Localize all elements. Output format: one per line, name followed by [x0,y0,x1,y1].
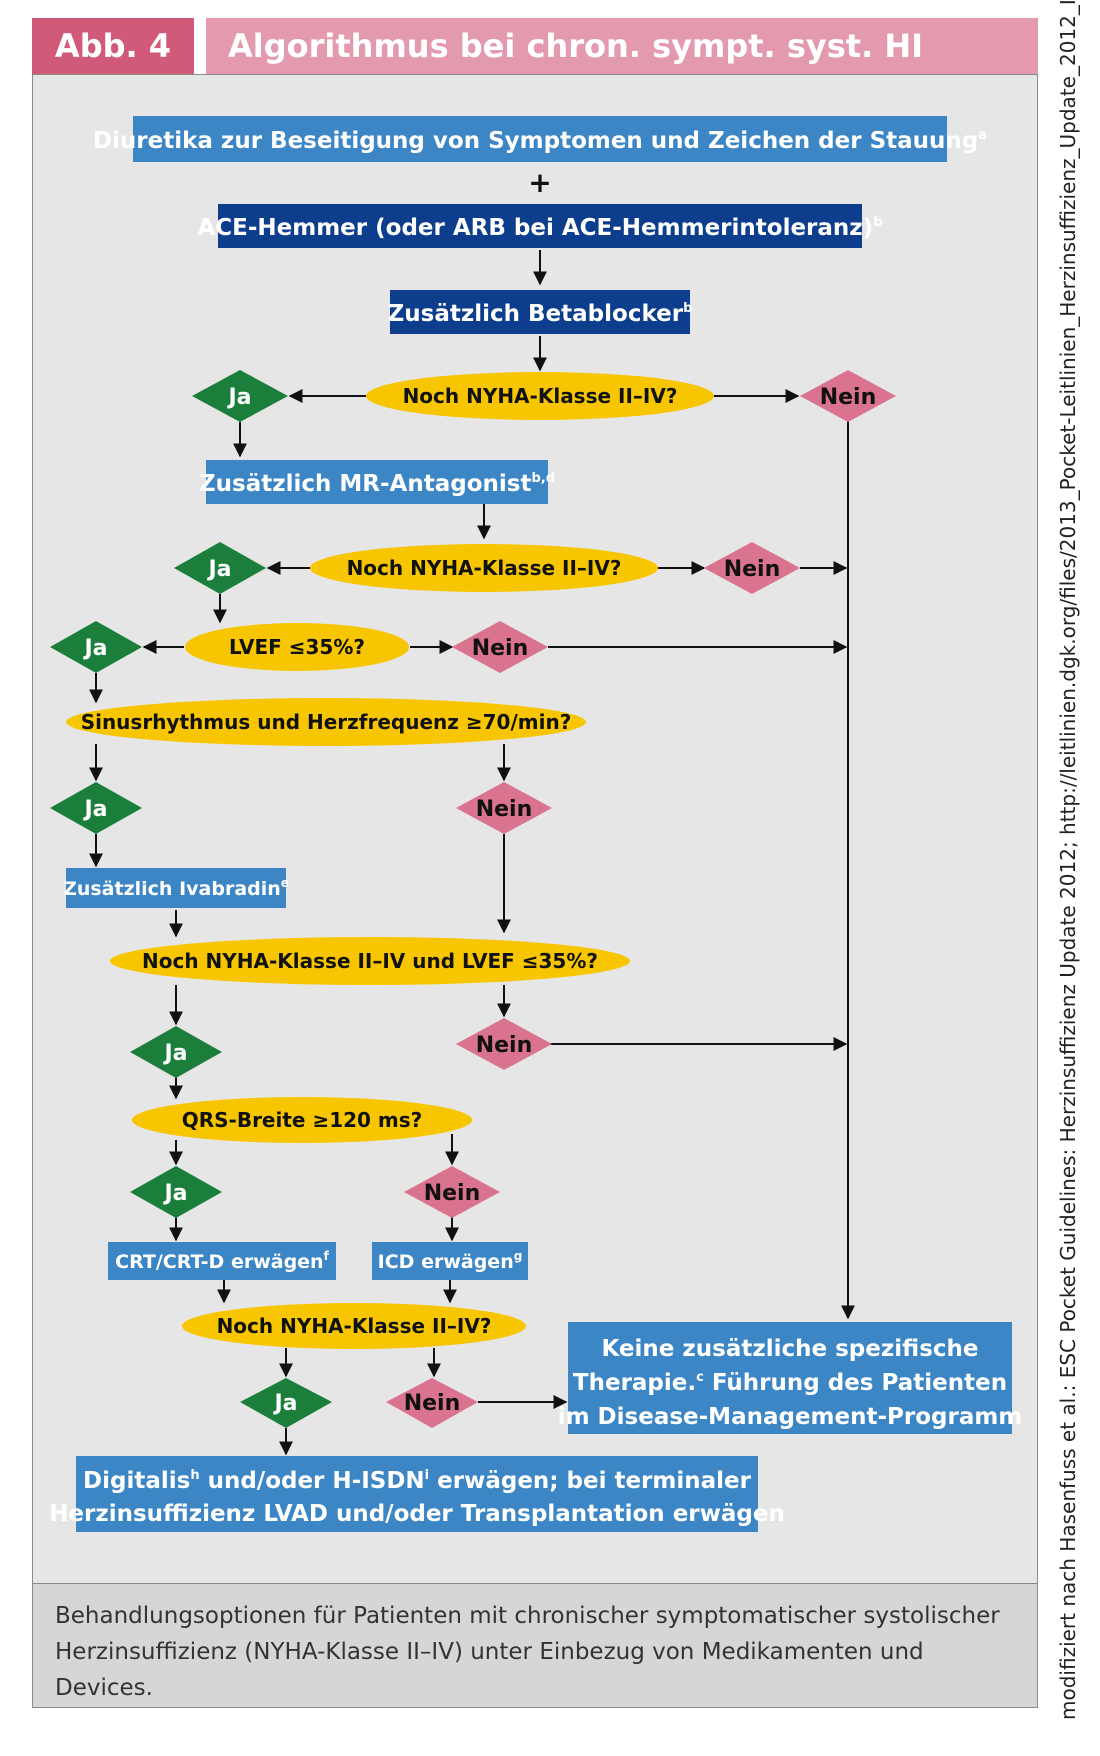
beta-box [390,290,690,334]
no-label-7: Nein [404,1391,461,1416]
svg-text:Zusätzlich Ivabradine: Zusätzlich Ivabradine [63,876,289,900]
figure-title: Algorithmus bei chron. sympt. syst. HI [206,18,1038,74]
final-sup-h: h [190,1468,199,1483]
final-line1c: erwägen; bei terminaler [429,1468,751,1494]
q-sinus-shape [66,698,586,746]
svg-text:CRT/CRT-D erwägenf: CRT/CRT-D erwägenf [115,1249,329,1273]
yes-label-6: Ja [162,1181,187,1206]
figure-number: Abb. 4 [32,18,194,74]
svg-text:Zusätzlich Betablockerb: Zusätzlich Betablockerb [388,301,693,327]
ivabradin-box [66,868,286,908]
q-sinus-text: Sinusrhythmus und Herzfrequenz ≥70/min? [81,710,572,734]
no-therapy-line2b: Führung des Patienten [704,1370,1007,1396]
ivabradin-text: Zusätzlich Ivabradin [63,878,281,900]
no-diamond-2 [704,542,800,594]
ace-sup: b [873,215,882,230]
no-diamond-1 [800,370,896,422]
no-diamond-3 [452,621,548,673]
q-nyha-lvef-shape [110,937,630,985]
svg-text:Zusätzlich MR-Antagonistb,d: Zusätzlich MR-Antagonistb,d [199,471,555,497]
no-therapy-line1: Keine zusätzliche spezifische [602,1336,979,1362]
mra-text: Zusätzlich MR-Antagonist [199,471,531,497]
q-qrs-text: QRS-Breite ≥120 ms? [182,1108,423,1132]
no-therapy-sup: c [696,1370,704,1385]
no-label-1: Nein [820,385,877,410]
ivabradin-sup: e [281,876,289,890]
yes-label-4: Ja [82,797,107,822]
crt-sup: f [324,1249,330,1263]
yes-diamond-1 [192,370,288,422]
beta-text: Zusätzlich Betablocker [388,301,684,327]
diuretics-sup: a [978,128,987,143]
q-nyha2-shape [310,544,658,592]
svg-text:Diuretika zur Beseitigung von: Diuretika zur Beseitigung von Symptomen … [93,128,987,154]
svg-text:Digitalish und/oder H-ISDNi er: Digitalish und/oder H-ISDNi erwägen; bei… [83,1468,752,1494]
no-therapy-line3: im Disease-Management-Programm [558,1404,1023,1430]
diuretics-text: Diuretika zur Beseitigung von Symptomen … [93,128,978,154]
no-diamond-7 [386,1378,478,1428]
no-label-2: Nein [724,557,781,582]
yes-diamond-7 [240,1378,332,1428]
final-box [76,1456,758,1532]
no-label-4: Nein [476,797,533,822]
yes-label-2: Ja [206,557,231,582]
q-nyha1-text: Noch NYHA-Klasse II–IV? [403,384,678,408]
q-nyha3-shape [182,1303,526,1349]
yes-label-1: Ja [226,385,251,410]
icd-box [372,1242,528,1280]
no-therapy-line2a: Therapie. [573,1370,696,1396]
plus-sign: + [528,166,551,199]
icd-sup: g [514,1249,523,1263]
ace-text: ACE-Hemmer (oder ARB bei ACE-Hemmerintol… [197,215,873,241]
final-line2: Herzinsuffizienz LVAD und/oder Transplan… [49,1501,785,1527]
no-label-6: Nein [424,1181,481,1206]
no-label-5: Nein [476,1033,533,1058]
svg-text:ACE-Hemmer (oder ARB bei ACE-H: ACE-Hemmer (oder ARB bei ACE-Hemmerintol… [197,215,882,241]
diuretics-box [133,116,947,162]
q-lvef-text: LVEF ≤35%? [229,635,365,659]
ace-box [218,204,862,248]
yes-diamonds: Ja Ja Ja Ja Ja Ja Ja [50,370,332,1428]
yes-diamond-4 [50,782,142,834]
no-diamond-6 [404,1166,500,1218]
mra-sup: b,d [531,471,555,486]
final-line1b: und/oder H-ISDN [200,1468,425,1494]
svg-text:Therapie.c Führung des Patient: Therapie.c Führung des Patienten [573,1370,1007,1396]
yes-diamond-2 [174,542,266,594]
svg-text:ICD erwägeng: ICD erwägeng [378,1249,523,1273]
no-diamond-4 [456,782,552,834]
q-nyha-lvef-text: Noch NYHA-Klasse II–IV und LVEF ≤35%? [142,949,598,973]
yes-label-7: Ja [272,1391,297,1416]
mra-box [206,460,548,504]
yes-label-5: Ja [162,1041,187,1066]
q-nyha1-shape [366,372,714,420]
no-diamonds: Nein Nein Nein Nein Nein Nein Nein [386,370,896,1428]
yes-diamond-3 [50,621,142,673]
beta-sup: b [683,301,692,316]
source-note: modifiziert nach Hasenfuss et al.: ESC P… [1056,0,1080,1720]
figure-caption: Behandlungsoptionen für Patienten mit ch… [32,1584,1038,1708]
crt-text: CRT/CRT-D erwägen [115,1251,323,1273]
no-label-3: Nein [472,636,529,661]
yes-diamond-5 [130,1026,222,1078]
q-nyha3-text: Noch NYHA-Klasse II–IV? [217,1314,492,1338]
no-diamond-5 [456,1018,552,1070]
final-line1a: Digitalis [83,1468,190,1494]
q-nyha2-text: Noch NYHA-Klasse II–IV? [347,556,622,580]
yes-diamond-6 [130,1166,222,1218]
no-therapy-box [568,1322,1012,1434]
q-lvef-shape [185,623,409,671]
q-qrs-shape [132,1097,472,1143]
yes-label-3: Ja [82,636,107,661]
connectors [89,250,855,1456]
final-sup-i: i [425,1468,429,1483]
icd-text: ICD erwägen [378,1251,514,1273]
crt-box [108,1242,336,1280]
